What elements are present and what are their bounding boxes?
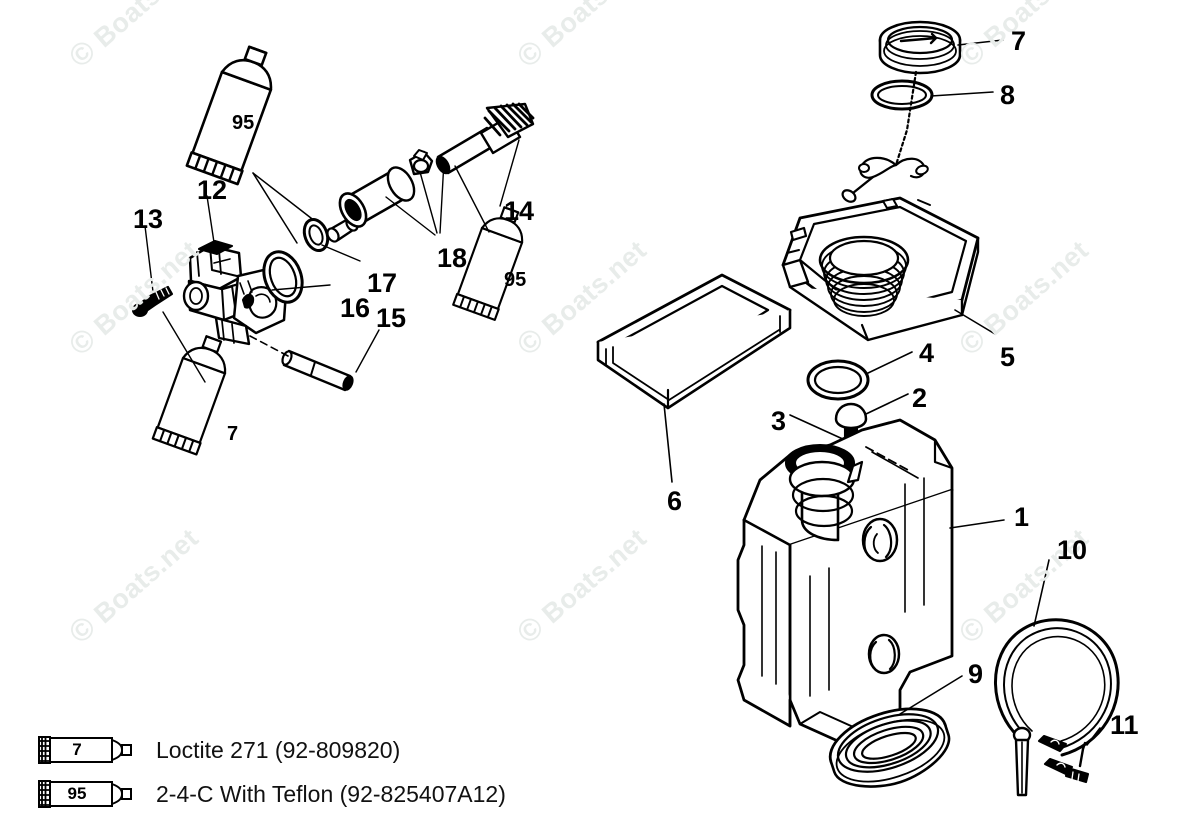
callout-13[interactable]: 13: [133, 204, 164, 234]
sleeve-18b: [338, 166, 416, 228]
callout-11[interactable]: 11: [1110, 710, 1139, 740]
tube-label-95: 95: [232, 112, 255, 134]
clamp-strap-10: [994, 618, 1120, 797]
callout-5[interactable]: 5: [1000, 342, 1016, 372]
callout-15[interactable]: 15: [376, 303, 407, 333]
callout-10[interactable]: 10: [1057, 535, 1088, 565]
legend-row: 7 Loctite 271 (92-809820): [36, 728, 506, 772]
callout-17[interactable]: 17: [367, 268, 398, 298]
callout-7[interactable]: 7: [1011, 26, 1027, 56]
callout-18[interactable]: 18: [437, 243, 468, 273]
callout-4[interactable]: 4: [919, 338, 935, 368]
fuel-cap-7: [878, 20, 962, 75]
callout-6[interactable]: 6: [667, 486, 683, 516]
legend-tube-icon: [38, 780, 132, 808]
lubricant-tube-7: [151, 329, 237, 456]
pin-15: [281, 349, 354, 392]
cap-tether: [841, 70, 929, 203]
callout-2[interactable]: 2: [912, 383, 928, 413]
legend-tube: 7: [36, 735, 140, 765]
cover-plate-5: [781, 196, 980, 342]
tube-label-7: 7: [227, 423, 239, 445]
o-ring-17: [302, 218, 330, 252]
bolt-13: [131, 285, 174, 318]
legend-description: Loctite 271 (92-809820): [156, 736, 401, 763]
legend: 7 Loctite 271 (92-809820) 95 2-4-C With Te…: [36, 728, 506, 816]
callout-12[interactable]: 12: [197, 175, 228, 205]
oval-grommet-9: [828, 707, 951, 788]
callout-14[interactable]: 14: [504, 196, 535, 226]
o-ring-4: [806, 359, 870, 401]
legend-row: 95 2-4-C With Teflon (92-825407A12): [36, 772, 506, 816]
drive-shaft-14: [435, 102, 535, 175]
callout-8[interactable]: 8: [1000, 80, 1016, 110]
callout-16[interactable]: 16: [340, 293, 371, 323]
legend-tube-number: 95: [67, 784, 87, 803]
screw-11: [1064, 741, 1090, 784]
callout-1[interactable]: 1: [1014, 502, 1030, 532]
callout-3[interactable]: 3: [771, 406, 787, 436]
fuel-tank-1: [736, 418, 954, 762]
tube-label-95: 95: [504, 269, 527, 291]
cap-18c: [408, 149, 434, 176]
cap-o-ring-8: [870, 79, 934, 111]
callout-9[interactable]: 9: [968, 659, 984, 689]
legend-description: 2-4-C With Teflon (92-825407A12): [156, 780, 506, 807]
gasket-6: [596, 273, 792, 410]
legend-tube-number: 7: [72, 740, 82, 759]
legend-tube: 95: [36, 779, 140, 809]
legend-tube-icon: [38, 736, 132, 764]
